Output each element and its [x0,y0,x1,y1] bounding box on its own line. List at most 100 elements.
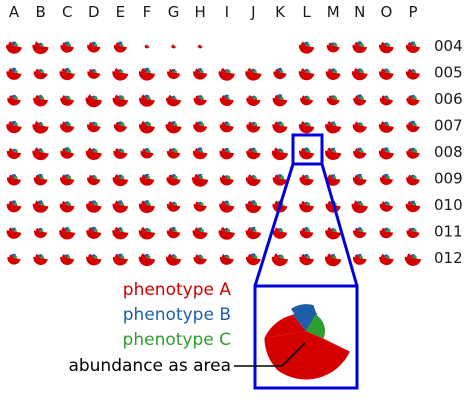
well-slice-a [352,177,367,186]
well-d011 [86,226,102,239]
well-slice-a-rest [34,147,41,152]
well-slice-a-rest [167,253,174,258]
well-slice-b [330,68,336,73]
well-slice-b [224,227,229,232]
well-slice-b [277,228,282,232]
well-slice-b [383,147,389,152]
well-slice-c [93,70,97,73]
well-slice-a [299,230,314,239]
well-slice-a [6,177,21,186]
well-slice-a [379,177,393,185]
well-slice-c [280,148,284,153]
well-slice-c [359,202,364,206]
well-o011 [379,227,394,239]
well-slice-b [117,253,123,258]
well-slice-c [173,148,178,153]
well-slice-b [64,68,70,73]
well-slice-c [147,69,151,74]
zoomed-well-pie [264,304,350,380]
well-slice-a [166,177,181,186]
well-slice-a-rest [194,227,201,232]
legend-abundance: abundance as area [68,356,231,376]
well-slice-a-rest [194,173,201,179]
well-slice-a [86,230,102,239]
well-slice-a [86,256,102,266]
well-slice-a [219,177,234,186]
well-slice-a [246,150,261,160]
well-slice-c [306,202,311,206]
well-slice-a [140,150,154,159]
well-slice-a-rest [34,41,41,46]
well-slice-c [386,96,390,100]
well-b005 [33,68,48,80]
well-slice-c [253,122,258,127]
well-n004 [352,41,368,54]
well-slice-a [6,71,22,80]
well-slice-a [352,124,367,133]
well-slice-a-rest [168,148,174,152]
well-g004 [171,44,177,49]
well-slice-a [353,230,367,239]
well-c012 [60,253,75,266]
well-slice-a-rest [248,94,254,99]
well-slice-a-rest [301,174,307,179]
well-slice-a [138,71,156,81]
well-slice-b [357,122,362,126]
well-slice-c [14,202,18,206]
well-slice-a-rest [327,253,334,258]
well-slice-b [277,148,282,152]
well-slice-a [112,203,129,213]
well-slice-a [246,97,261,107]
well-slice-a [299,203,314,213]
well-slice-a [406,150,420,159]
well-slice-a [325,124,342,134]
well-i007 [219,121,234,133]
well-i009 [219,174,234,186]
zoom-line-right [320,163,359,287]
well-slice-a-rest [407,68,413,73]
column-label-b: B [35,3,45,21]
well-h011 [192,227,208,240]
well-slice-c [333,69,338,74]
well-slice-c [359,95,364,100]
well-l004 [298,41,315,54]
well-slice-b [224,69,229,73]
well-slice-a [406,97,420,106]
well-slice-a [406,230,420,239]
well-slice-c [67,69,72,74]
well-slice-a [112,71,129,81]
well-slice-a-rest [275,68,280,73]
zoomed-slice-a-edge [306,331,350,352]
well-slice-c [147,255,151,259]
well-grid [6,41,422,267]
well-g011 [166,227,181,239]
well-slice-c [413,175,417,180]
well-slice-a-rest [34,200,41,205]
well-slice-c [120,95,125,100]
well-o006 [379,95,393,106]
well-slice-c [413,148,418,153]
well-slice-c [306,255,310,259]
well-slice-b [143,200,150,205]
well-slice-c [413,202,417,206]
well-slice-a-rest [273,147,280,152]
well-slice-b [11,67,17,73]
well-slice-a-rest [301,200,307,205]
well-slice-c [253,69,257,74]
well-slice-b [171,201,176,205]
well-slice-a [113,124,127,133]
well-slice-a-rest [327,68,334,73]
well-slice-b [384,121,389,126]
well-slice-c [386,228,391,233]
well-m011 [325,226,342,240]
well-slice-c [14,255,17,259]
well-slice-c [280,175,284,180]
well-slice-c [333,95,337,100]
well-slice-a-rest [8,147,14,152]
well-slice-a-rest [408,95,413,99]
well-slice-a-rest [141,94,147,99]
well-slice-c [226,175,231,180]
well-slice-a-rest [301,253,307,258]
well-slice-c [200,202,204,206]
well-slice-c [253,201,258,206]
